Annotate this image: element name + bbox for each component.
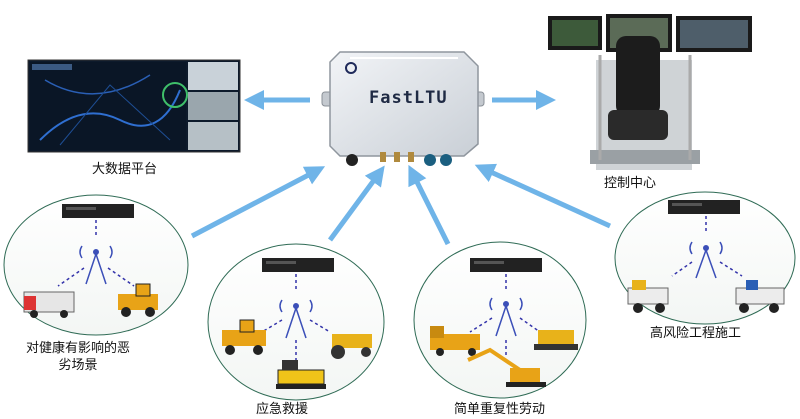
scene-ellipse-emergency	[207, 243, 385, 401]
fastltu-device	[321, 51, 485, 166]
label-repetitive-labor: 简单重复性劳动	[454, 402, 546, 417]
arrow-from-high-risk	[474, 163, 612, 229]
label-emergency-rescue: 应急救援	[256, 402, 309, 417]
label-bigdata-platform: 大数据平台	[92, 162, 158, 177]
control-center-image	[548, 14, 752, 170]
arrow-from-emergency	[327, 165, 385, 242]
arrow-from-hazard	[190, 166, 326, 239]
label-control-center: 控制中心	[604, 176, 657, 191]
label-hazard-scene: 对健康有影响的恶劣场景	[26, 341, 131, 373]
scene-repetitive-contents	[430, 258, 578, 387]
device-name-label: FastLTU	[369, 88, 448, 108]
scene-hazard-contents	[23, 204, 158, 318]
scene-ellipse-repetitive	[413, 241, 587, 399]
scene-emergency-contents	[222, 258, 372, 389]
label-high-risk-construction: 高风险工程施工	[650, 326, 742, 341]
arrow-from-repetitive	[408, 164, 451, 246]
scene-high-risk-contents	[627, 200, 785, 313]
connectors	[346, 152, 452, 166]
bigdata-platform-image	[27, 59, 241, 153]
